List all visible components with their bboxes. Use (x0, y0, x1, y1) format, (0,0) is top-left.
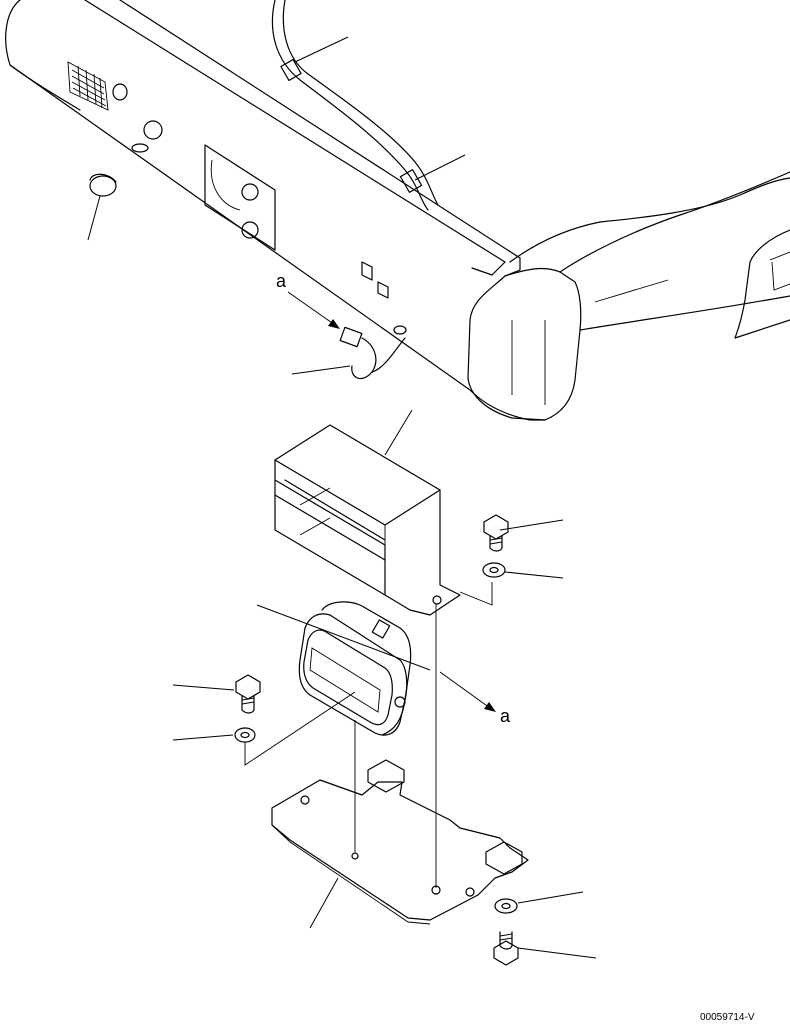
guard-hole (432, 595, 442, 605)
bracket-plate (271, 759, 529, 925)
leader-lines (87, 36, 597, 959)
washer-upper-right (482, 562, 506, 578)
washer-lower-right (494, 898, 518, 914)
body-hole (143, 120, 163, 140)
guard-cover (274, 424, 461, 616)
bolt-upper-right (483, 514, 509, 552)
drawing-id: 00059714-V (700, 1012, 755, 1023)
bolt-lower-right (493, 931, 519, 966)
body-slot (131, 143, 149, 153)
work-lamp (298, 601, 412, 736)
cab-body (5, 0, 790, 421)
wire-harness-top (271, 0, 439, 211)
plug-cap (89, 173, 117, 197)
vent-grille (67, 61, 109, 111)
washer-left (234, 727, 256, 743)
callout-label-a-bottom: a (500, 706, 511, 726)
clip-plate (361, 261, 389, 299)
body-mounting-plate (204, 144, 276, 251)
callout-label-a-top: a (276, 271, 287, 291)
connector-a (339, 325, 407, 380)
assembly-lines (244, 582, 493, 888)
bolt-left (235, 674, 261, 714)
body-hole (112, 83, 128, 101)
